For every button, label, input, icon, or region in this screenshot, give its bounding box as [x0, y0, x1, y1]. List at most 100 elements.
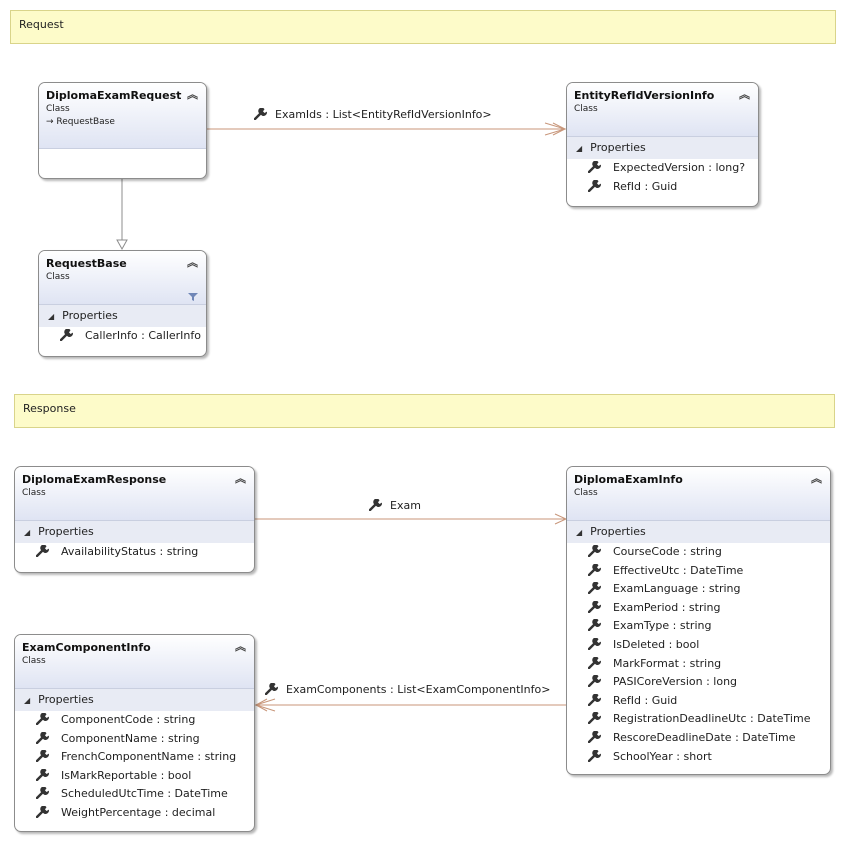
response-note[interactable]: Response [14, 394, 835, 428]
request-note[interactable]: Request [10, 10, 836, 44]
diploma-exam-response-class[interactable]: DiplomaExamResponse Class ︽ ◢Properties … [14, 466, 255, 573]
exam-ids-association[interactable] [207, 122, 567, 136]
property-text: RegistrationDeadlineUtc : DateTime [613, 712, 811, 726]
property-row[interactable]: EffectiveUtc : DateTime [567, 562, 830, 581]
exam-component-info-class[interactable]: ExamComponentInfo Class ︽ ◢ Properties Co… [14, 634, 255, 832]
exam-ids-label-text: ExamIds : List<EntityRefIdVersionInfo> [275, 108, 492, 121]
property-row[interactable]: ExamType : string [567, 617, 830, 636]
property-text: SchoolYear : short [613, 749, 712, 763]
filter-icon[interactable] [188, 293, 198, 301]
property-text: ComponentName : string [61, 731, 200, 745]
exam-label[interactable]: Exam [369, 499, 421, 513]
class-name: DiplomaExamResponse [22, 473, 167, 486]
property-row[interactable]: CallerInfo : CallerInfo [39, 327, 206, 346]
base-class-name: RequestBase [56, 117, 115, 127]
property-row[interactable]: ExamLanguage : string [567, 580, 830, 599]
property-text: IsDeleted : bool [613, 637, 700, 651]
class-header: ExamComponentInfo Class ︽ [15, 635, 254, 688]
wrench-icon [588, 545, 602, 557]
wrench-icon [36, 713, 50, 725]
class-body [39, 148, 206, 149]
property-text: ExamPeriod : string [613, 600, 721, 614]
property-row[interactable]: RescoreDeadlineDate : DateTime [567, 729, 830, 748]
wrench-icon [588, 657, 602, 669]
wrench-icon [588, 712, 602, 724]
property-row[interactable]: IsMarkReportable : bool [15, 767, 254, 786]
base-class-reference: → RequestBase [46, 115, 199, 129]
wrench-icon [36, 787, 50, 799]
property-text: ComponentCode : string [61, 713, 196, 726]
collapse-chevron-icon[interactable]: ︽ [235, 472, 246, 485]
collapse-chevron-icon[interactable]: ︽ [811, 472, 822, 485]
exam-components-label[interactable]: ExamComponents : List<ExamComponentInfo> [265, 683, 550, 697]
exam-components-association[interactable] [254, 698, 566, 712]
property-row[interactable]: FrenchComponentName : string [15, 748, 254, 767]
entity-ref-id-version-info-class[interactable]: EntityRefIdVersionInfo Class ︽ ◢Properti… [566, 82, 759, 207]
wrench-icon [369, 499, 383, 511]
expand-triangle-icon[interactable]: ◢ [24, 528, 31, 537]
property-row[interactable]: RegistrationDeadlineUtc : DateTime [567, 710, 830, 729]
exam-components-label-text: ExamComponents : List<ExamComponentInfo> [286, 683, 551, 696]
properties-section-header[interactable]: ◢ Properties [39, 304, 206, 327]
property-text: ScheduledUtcTime : DateTime [61, 787, 228, 801]
class-name: EntityRefIdVersionInfo [574, 89, 715, 102]
section-label: Properties [38, 693, 94, 706]
property-row[interactable]: RefId : Guid [567, 178, 758, 197]
exam-association[interactable] [255, 513, 568, 525]
collapse-chevron-icon[interactable]: ︽ [739, 88, 750, 101]
property-text: EffectiveUtc : DateTime [613, 563, 744, 577]
property-row[interactable]: ComponentCode : string [15, 711, 254, 730]
property-row[interactable]: ComponentName : string [15, 730, 254, 749]
inherits-arrow-icon: → [46, 117, 54, 127]
class-header: DiplomaExamInfo Class ︽ [567, 467, 830, 520]
class-kind: Class [22, 488, 46, 498]
class-kind: Class [46, 104, 70, 114]
wrench-icon [265, 683, 279, 695]
wrench-icon [588, 564, 602, 576]
diploma-exam-request-class[interactable]: DiplomaExamRequest Class → RequestBase ︽ [38, 82, 207, 179]
wrench-icon [36, 806, 50, 818]
collapse-chevron-icon[interactable]: ︽ [187, 88, 198, 101]
property-text: CourseCode : string [613, 545, 722, 558]
property-row[interactable]: CourseCode : string [567, 543, 830, 562]
property-row[interactable]: PASICoreVersion : long [567, 673, 830, 692]
section-label: Properties [62, 309, 118, 322]
class-header: DiplomaExamRequest Class → RequestBase ︽ [39, 83, 206, 148]
request-base-class[interactable]: RequestBase Class ︽ ◢ Properties CallerIn… [38, 250, 207, 357]
properties-section-header[interactable]: ◢Properties [15, 520, 254, 543]
class-header: DiplomaExamResponse Class ︽ [15, 467, 254, 520]
property-row[interactable]: ScheduledUtcTime : DateTime [15, 785, 254, 804]
expand-triangle-icon[interactable]: ◢ [576, 144, 583, 153]
wrench-icon [588, 619, 602, 631]
property-row[interactable]: AvailabilityStatus : string [15, 543, 254, 562]
exam-ids-label[interactable]: ExamIds : List<EntityRefIdVersionInfo> [254, 108, 492, 122]
class-name: RequestBase [46, 257, 127, 270]
property-row[interactable]: ExamPeriod : string [567, 599, 830, 618]
collapse-chevron-icon[interactable]: ︽ [235, 640, 246, 653]
property-row[interactable]: WeightPercentage : decimal [15, 804, 254, 823]
property-text: FrenchComponentName : string [61, 750, 237, 764]
properties-section-header[interactable]: ◢ Properties [15, 688, 254, 711]
properties-section-header[interactable]: ◢Properties [567, 520, 830, 543]
property-row[interactable]: RefId : Guid [567, 692, 830, 711]
wrench-icon [588, 161, 602, 173]
diploma-exam-info-class[interactable]: DiplomaExamInfo Class ︽ ◢Properties Cour… [566, 466, 831, 775]
properties-section-header[interactable]: ◢Properties [567, 136, 758, 159]
wrench-icon [588, 694, 602, 706]
property-row[interactable]: MarkFormat : string [567, 655, 830, 674]
property-row[interactable]: SchoolYear : short [567, 748, 830, 767]
collapse-chevron-icon[interactable]: ︽ [187, 256, 198, 269]
property-text: RefId : Guid [613, 179, 678, 193]
property-text: WeightPercentage : decimal [61, 805, 216, 819]
property-text: RefId : Guid [613, 693, 678, 707]
inheritance-arrow[interactable] [116, 178, 128, 251]
wrench-icon [254, 108, 268, 120]
expand-triangle-icon[interactable]: ◢ [48, 312, 55, 321]
property-row[interactable]: IsDeleted : bool [567, 636, 830, 655]
class-header: RequestBase Class ︽ [39, 251, 206, 304]
wrench-icon [588, 601, 602, 613]
expand-triangle-icon[interactable]: ◢ [576, 528, 583, 537]
property-row[interactable]: ExpectedVersion : long? [567, 159, 758, 178]
expand-triangle-icon[interactable]: ◢ [24, 696, 31, 705]
property-text: MarkFormat : string [613, 656, 722, 670]
